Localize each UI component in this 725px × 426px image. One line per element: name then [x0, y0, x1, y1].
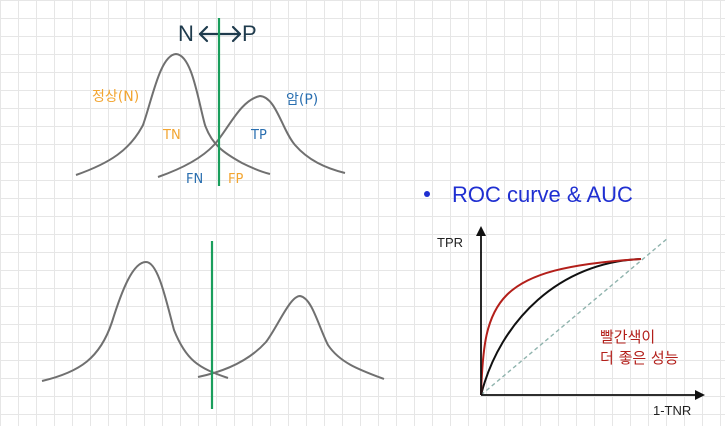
roc-title: ROC curve & AUC — [452, 182, 633, 207]
true-positive-label: TP — [251, 128, 267, 143]
bottom-right-distribution-curve — [197, 294, 385, 380]
roc-random-diagonal — [480, 237, 669, 396]
normal-class-label: 정상(N) — [92, 89, 140, 105]
bullet-icon — [424, 191, 430, 197]
negative-label: N — [178, 21, 194, 46]
roc-chart — [476, 226, 705, 400]
bottom-left-distribution-curve — [41, 260, 229, 382]
roc-curve-black — [480, 258, 642, 396]
true-negative-label: TN — [163, 128, 181, 143]
normal-distribution-curve — [75, 52, 271, 176]
roc-y-axis-label: TPR — [437, 235, 463, 250]
positive-distribution-curve — [157, 94, 346, 178]
roc-note-line-1: 빨간색이 — [600, 328, 656, 346]
roc-curve-red — [480, 258, 642, 396]
roc-note-line-2: 더 좋은 성능 — [600, 349, 679, 367]
false-positive-label: FP — [228, 172, 244, 187]
cancer-class-label: 암(P) — [286, 92, 319, 108]
y-axis-arrow-icon — [476, 226, 486, 236]
positive-label: P — [242, 21, 257, 46]
false-negative-label: FN — [186, 172, 204, 187]
roc-x-axis-label: 1-TNR — [653, 403, 692, 418]
top-distribution-diagram — [75, 18, 346, 186]
bottom-distribution-diagram — [41, 241, 385, 409]
x-axis-arrow-icon — [695, 390, 705, 400]
